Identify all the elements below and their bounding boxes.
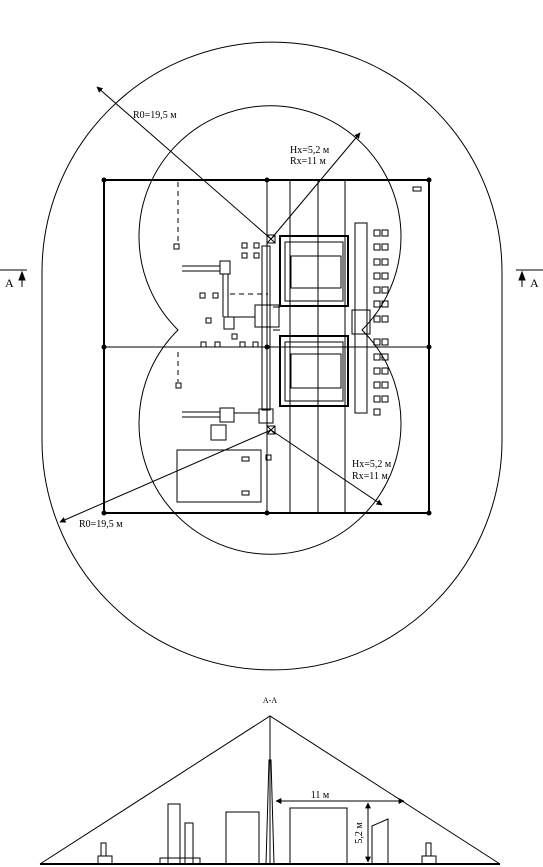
r0-label-top: R0=19,5 м — [133, 110, 177, 121]
section-mark-left-label: A — [5, 276, 14, 290]
tank-building-bottom — [279, 335, 349, 407]
section-mark-right-label: A — [530, 276, 539, 290]
column-node — [351, 309, 371, 335]
outer-protection-zone — [41, 41, 503, 671]
tank-building-top — [279, 235, 349, 307]
r0-radius-arrow-top — [96, 86, 272, 240]
tank-building-top-inner — [284, 241, 344, 302]
equipment-squares-right — [373, 229, 389, 416]
rx-label-top: Rx=11 м — [290, 156, 326, 167]
width-dimension-label: 11 м — [311, 790, 330, 801]
section-small-structure — [421, 855, 437, 865]
section-building — [167, 803, 181, 865]
section-small-structure — [97, 855, 113, 865]
section-arrow-left-icon — [18, 270, 26, 287]
section-title: A-A — [263, 696, 277, 705]
equipment-block — [258, 408, 274, 424]
rx-radius-arrow-top — [270, 132, 361, 240]
section-building — [225, 811, 260, 865]
rx-radius-arrow-bottom — [270, 429, 383, 506]
r0-radius-arrow-bottom — [59, 429, 272, 523]
section-building — [289, 807, 348, 865]
hx-label-bottom: Hx=5,2 м — [352, 459, 392, 470]
grid-nodes — [101, 177, 432, 516]
equipment-squares — [173, 186, 422, 496]
tank-bottom-core — [290, 353, 342, 389]
lightning-mast — [265, 759, 275, 865]
rx-label-bottom: Rx=11 м — [352, 471, 388, 482]
section-base — [159, 857, 201, 865]
hx-label-top: Hx=5,2 м — [290, 145, 330, 156]
storage-pad — [176, 449, 262, 503]
height-dimension-label: 5,2 м — [354, 822, 365, 844]
tank-building-bottom-inner — [284, 341, 344, 402]
column-structure — [354, 222, 368, 414]
equipment-block — [223, 316, 235, 330]
tank-top-core — [290, 255, 342, 289]
section-building-slanted — [371, 818, 389, 865]
section-small-structure — [100, 842, 107, 857]
section-small-structure — [425, 842, 432, 857]
r0-label-bottom: R0=19,5 м — [79, 519, 123, 530]
equipment-block — [219, 407, 235, 423]
equipment-block — [210, 424, 227, 441]
equipment-block — [219, 260, 231, 275]
central-riser — [261, 245, 271, 411]
section-arrow-right-icon — [518, 270, 526, 287]
central-node — [254, 304, 280, 328]
